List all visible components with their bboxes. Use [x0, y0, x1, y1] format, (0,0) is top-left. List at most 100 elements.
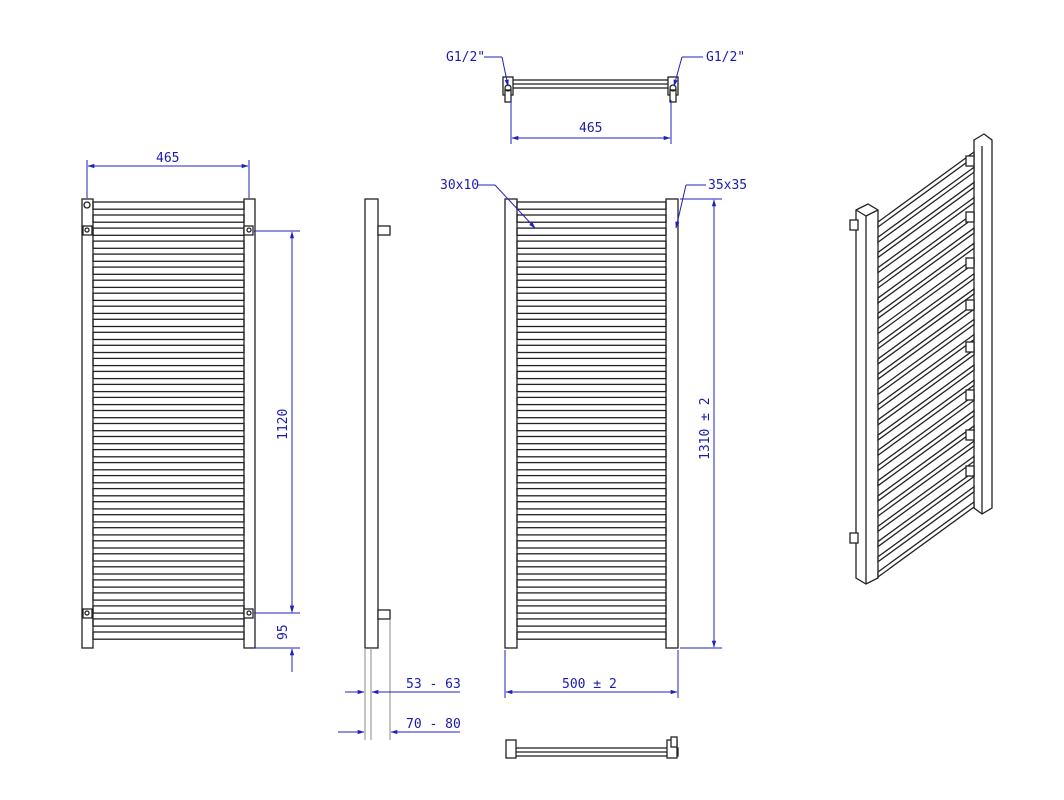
bar [92, 579, 245, 588]
bar [92, 540, 245, 549]
bar [516, 253, 667, 262]
bar [92, 201, 245, 210]
bar [92, 605, 245, 614]
bar [92, 448, 245, 458]
iso-fitting [965, 211, 975, 223]
bar [92, 357, 245, 367]
bar [92, 344, 245, 354]
main-view [478, 184, 722, 698]
bar [516, 396, 667, 406]
iso-bar [877, 242, 975, 320]
iso-fitting [965, 465, 975, 477]
bar [516, 331, 667, 341]
iso-bar [877, 333, 975, 411]
bar [516, 566, 667, 575]
bar [92, 435, 245, 445]
iso-bar [877, 226, 975, 305]
bar [92, 527, 245, 536]
iso-fitting [965, 429, 975, 441]
iso-bar [877, 272, 975, 351]
bar [92, 422, 245, 432]
top-view [484, 56, 703, 144]
top-width-label: 465 [579, 121, 602, 136]
thread-label-right: G1/2" [706, 50, 745, 65]
bar [516, 501, 667, 510]
iso-fitting [965, 389, 975, 401]
bar [516, 292, 667, 302]
bar [516, 318, 667, 328]
bar [92, 370, 245, 380]
side-depth-a-label: 53 - 63 [406, 677, 461, 692]
bar [92, 631, 245, 640]
side-view [338, 198, 460, 740]
bar [516, 240, 667, 249]
iso-bar [877, 150, 975, 229]
iso-bar [877, 165, 975, 244]
iso-bars [877, 150, 975, 579]
bar [92, 305, 245, 315]
front-bars [92, 201, 245, 640]
bar [92, 279, 245, 289]
iso-bar [877, 485, 975, 564]
iso-bar [877, 363, 975, 442]
side-depth-b-label: 70 - 80 [406, 717, 461, 732]
iso-bar [877, 439, 975, 518]
iso-bar [877, 348, 975, 427]
bar [516, 370, 667, 380]
iso-bar [877, 302, 975, 381]
bar [92, 292, 245, 302]
tube-post-label: 35x35 [708, 178, 747, 193]
iso-bar [877, 500, 975, 579]
bar [516, 422, 667, 432]
bar [92, 331, 245, 341]
bar [516, 553, 667, 562]
bar [516, 305, 667, 315]
front-bottom-label: 95 [276, 624, 291, 640]
bar [92, 214, 245, 223]
bar [516, 514, 667, 523]
iso-bar [877, 409, 975, 487]
bar [92, 592, 245, 601]
bar [92, 396, 245, 406]
bar [516, 266, 667, 275]
bar [516, 631, 667, 640]
bar [92, 409, 245, 419]
iso-bar [877, 318, 975, 396]
bar [92, 253, 245, 262]
bar [516, 540, 667, 549]
bar [92, 383, 245, 393]
bar [92, 618, 245, 627]
bar [516, 344, 667, 354]
bar [516, 618, 667, 627]
bar [92, 318, 245, 328]
bar [92, 266, 245, 275]
bar [516, 201, 667, 210]
iso-fitting [965, 155, 975, 167]
main-width-label: 500 ± 2 [562, 677, 617, 692]
bar [516, 579, 667, 588]
bar [92, 227, 245, 236]
bar [92, 487, 245, 497]
bar [516, 435, 667, 445]
bar [92, 514, 245, 523]
iso-bar [877, 470, 975, 548]
bar [92, 553, 245, 562]
iso-bar [877, 257, 975, 335]
iso-bar [877, 211, 975, 290]
bar [516, 487, 667, 497]
bar [516, 474, 667, 484]
bar [516, 357, 667, 367]
bar [92, 474, 245, 484]
isometric-view [849, 133, 993, 585]
iso-bar [877, 455, 975, 533]
iso-fitting [965, 341, 975, 353]
main-bars [516, 201, 667, 640]
tube-bar-label: 30x10 [440, 178, 479, 193]
bar [516, 527, 667, 536]
bar [92, 501, 245, 510]
bar [92, 240, 245, 249]
bar [516, 605, 667, 614]
iso-bar [877, 181, 975, 259]
front-height-label: 1120 [276, 409, 291, 440]
